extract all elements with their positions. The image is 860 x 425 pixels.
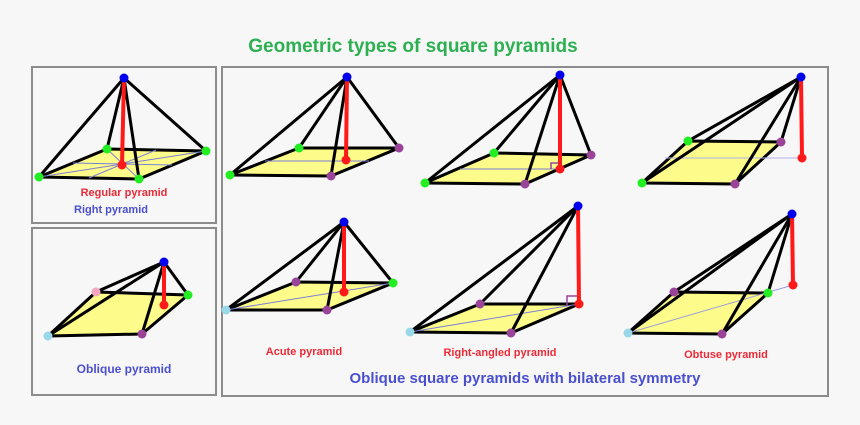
panel-bilateral-symmetry: [221, 66, 829, 397]
label-oblique-pyramid: Oblique pyramid: [76, 362, 172, 376]
panel-regular-pyramid: [31, 66, 217, 224]
label-right-pyramid: Right pyramid: [74, 204, 148, 216]
oblique-pyramid-figure: [43, 257, 193, 341]
bilateral-top-3-figure: [637, 72, 807, 189]
acute-pyramid-figure: [221, 217, 398, 315]
obtuse-pyramid-figure: [623, 209, 798, 339]
regular-pyramid-figure: [34, 73, 211, 184]
label-obtuse-pyramid: Obtuse pyramid: [684, 349, 768, 361]
label-regular-pyramid: Regular pyramid: [80, 187, 168, 199]
diagram-title: Geometric types of square pyramids: [248, 36, 578, 57]
right-angled-pyramid-figure: [405, 201, 584, 338]
bilateral-top-1-figure: [225, 72, 404, 181]
caption-bilateral-symmetry: Oblique square pyramids with bilateral s…: [349, 370, 701, 387]
label-acute-pyramid: Acute pyramid: [265, 346, 343, 358]
label-right-angled-pyramid: Right-angled pyramid: [443, 347, 557, 359]
panel-oblique-pyramid: [31, 227, 217, 396]
bilateral-top-2-figure: [420, 70, 596, 189]
